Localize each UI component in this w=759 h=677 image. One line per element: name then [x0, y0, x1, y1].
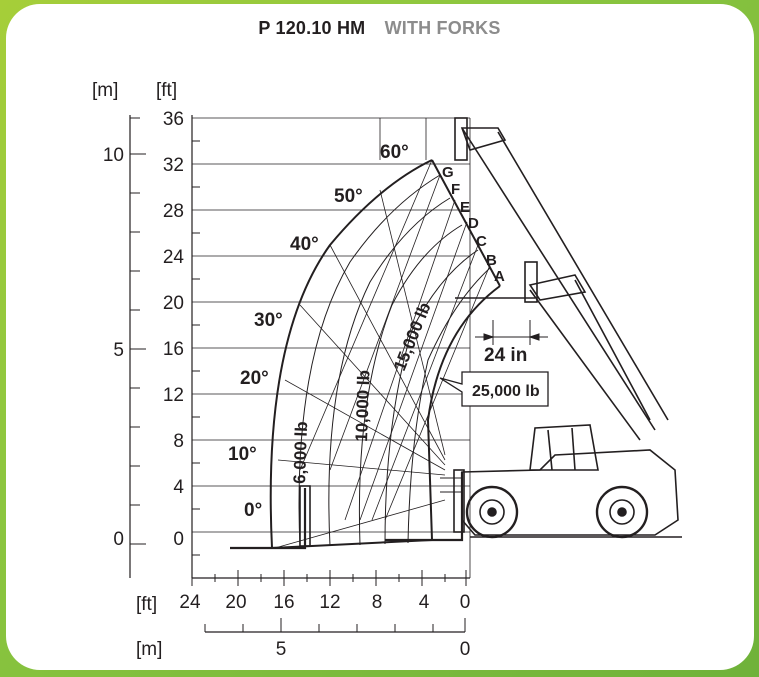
- x-ft-tick-labels: 24 20 16 12 8 4 0: [179, 592, 470, 613]
- x-ft-tick: 4: [419, 592, 430, 613]
- angle-label: 10°: [228, 444, 257, 465]
- x-ft-tick: 20: [225, 592, 246, 613]
- angle-label: 0°: [244, 500, 262, 521]
- x-m-tick: 5: [276, 639, 287, 660]
- angle-labels: 60° 50° 40° 30° 20° 10° 0°: [228, 142, 409, 521]
- model-name: P 120.10 HM: [258, 18, 366, 38]
- y-ft-tick: 8: [173, 431, 184, 452]
- angle-label: 20°: [240, 368, 269, 389]
- angle-label: 50°: [334, 186, 363, 207]
- load-label-10000: 10,000 lb: [352, 370, 373, 442]
- offset-label: 24 in: [484, 345, 527, 366]
- extension-letter: C: [476, 233, 487, 250]
- chart-title: P 120.10 HM WITH FORKS: [0, 18, 759, 39]
- x-ft-tick: 0: [460, 592, 471, 613]
- load-envelope: [269, 159, 501, 549]
- angle-label: 40°: [290, 234, 319, 255]
- y-ft-tick-labels: 36 32 28 24 20 16 12 8 4 0: [163, 109, 185, 550]
- load-label-6000: 6,000 lb: [290, 421, 311, 484]
- offset-dimension: [475, 320, 548, 345]
- extension-letter: D: [468, 215, 479, 232]
- extension-letter: A: [494, 268, 505, 285]
- extension-letter: E: [460, 199, 470, 216]
- axes-frame: [129, 115, 470, 633]
- y-m-tick: 10: [103, 145, 124, 166]
- y-ft-tick: 36: [163, 109, 184, 130]
- extension-letter: G: [442, 164, 454, 181]
- config-subtitle: WITH FORKS: [384, 18, 501, 38]
- y-ft-minor-ticks: [192, 140, 200, 556]
- x-m-tick: 0: [460, 639, 471, 660]
- x-axis-m-unit: [m]: [136, 639, 162, 660]
- x-m-ticks: [204, 618, 466, 632]
- y-m-tick: 0: [113, 529, 124, 550]
- y-ft-tick: 32: [163, 155, 184, 176]
- y-ft-tick: 4: [173, 477, 184, 498]
- y-ft-tick: 0: [173, 529, 184, 550]
- y-ft-tick: 28: [163, 201, 184, 222]
- angle-label: 30°: [254, 310, 283, 331]
- callout-25000: [439, 371, 549, 407]
- load-label-25000: 25,000 lb: [472, 383, 540, 400]
- y-ft-tick: 12: [163, 385, 184, 406]
- y-m-tick: 5: [113, 340, 124, 361]
- extension-letters: G F E D C B A: [442, 164, 505, 285]
- x-ft-ticks: [191, 570, 467, 586]
- extension-letter: B: [486, 252, 497, 269]
- y-ft-tick: 24: [163, 247, 185, 268]
- y-m-ticks: [130, 117, 146, 545]
- x-ft-tick: 12: [319, 592, 340, 613]
- y-ft-tick: 20: [163, 293, 184, 314]
- y-m-tick-labels: 10 5 0: [103, 145, 124, 550]
- y-ft-tick: 16: [163, 339, 184, 360]
- x-ft-tick: 24: [179, 592, 201, 613]
- grid-lines: [192, 117, 471, 578]
- y-axis-ft-unit: [ft]: [156, 80, 177, 101]
- x-ft-tick: 16: [273, 592, 294, 613]
- x-m-tick-labels: 5 0: [276, 639, 471, 660]
- angle-label: 60°: [380, 142, 409, 163]
- telehandler-machine: [230, 117, 682, 550]
- x-ft-tick: 8: [372, 592, 383, 613]
- y-axis-m-unit: [m]: [92, 80, 118, 101]
- x-axis-ft-unit: [ft]: [136, 594, 157, 615]
- extension-letter: F: [451, 181, 460, 198]
